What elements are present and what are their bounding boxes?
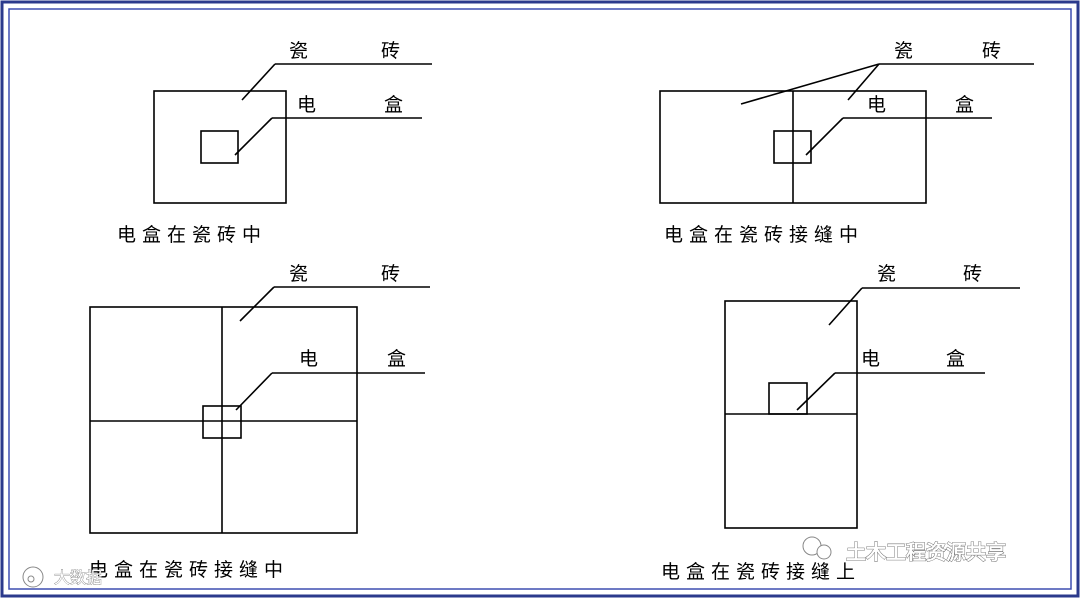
tile-leader: [828, 287, 863, 326]
box-label-a: 电: [861, 348, 880, 370]
electric-box: [773, 130, 812, 164]
caption-2: 电盒在瓷砖接缝中: [664, 224, 864, 246]
electric-box: [768, 382, 808, 415]
tile-leader: [241, 63, 276, 101]
tile-label-b: 砖: [982, 40, 1001, 62]
box-label-a: 电: [299, 348, 318, 370]
tile-leader: [239, 286, 275, 322]
box-label-a: 电: [297, 94, 316, 116]
weibo-icon-eye: [27, 575, 35, 583]
tile-label-b: 砖: [381, 40, 400, 62]
box-leader: [805, 117, 844, 156]
tile-label-a: 瓷: [894, 40, 913, 62]
wechat-icon-dot: [816, 544, 832, 560]
box-label-a: 电: [867, 94, 886, 116]
caption-4: 电盒在瓷砖接缝上: [661, 561, 861, 583]
box-leader: [235, 372, 273, 411]
inner-frame: [8, 8, 1072, 590]
diagram-box-in-joint: 瓷 砖 电 盒 电盒在瓷砖接缝中: [659, 40, 1034, 246]
caption-3: 电盒在瓷砖接缝中: [89, 559, 289, 581]
caption-1: 电盒在瓷砖中: [117, 224, 267, 246]
box-label-b: 盒: [384, 94, 403, 116]
tile-leader-left: [740, 63, 880, 105]
tile-leader-right: [847, 63, 880, 101]
tile-label-b: 砖: [381, 263, 400, 285]
tile-label-a: 瓷: [877, 263, 896, 285]
diagram-box-in-cross-joint: 瓷 砖 电 盒 电盒在瓷砖接缝中: [89, 263, 430, 581]
tile: [153, 90, 287, 204]
watermark-left-text: 大数据: [54, 568, 102, 587]
diagram-box-in-tile: 瓷 砖 电 盒 电盒在瓷砖中: [117, 40, 432, 246]
box-label-b: 盒: [946, 348, 965, 370]
box-leader: [796, 372, 836, 411]
electric-box: [200, 130, 239, 164]
watermark-right-text: 土木工程资源共享: [846, 540, 1006, 564]
box-label-b: 盒: [387, 348, 406, 370]
box-leader: [234, 117, 273, 156]
watermark-left: 大数据: [22, 566, 102, 588]
diagram-box-on-joint: 瓷 砖 电 盒 电盒在瓷砖接缝上: [661, 263, 1020, 583]
electric-box: [202, 405, 242, 439]
tile-label-a: 瓷: [289, 40, 308, 62]
box-label-b: 盒: [955, 94, 974, 116]
tile-grid: [89, 306, 358, 534]
tile-label-a: 瓷: [289, 263, 308, 285]
watermark-right: 土木工程资源共享: [802, 536, 1006, 564]
tile-label-b: 砖: [963, 263, 982, 285]
